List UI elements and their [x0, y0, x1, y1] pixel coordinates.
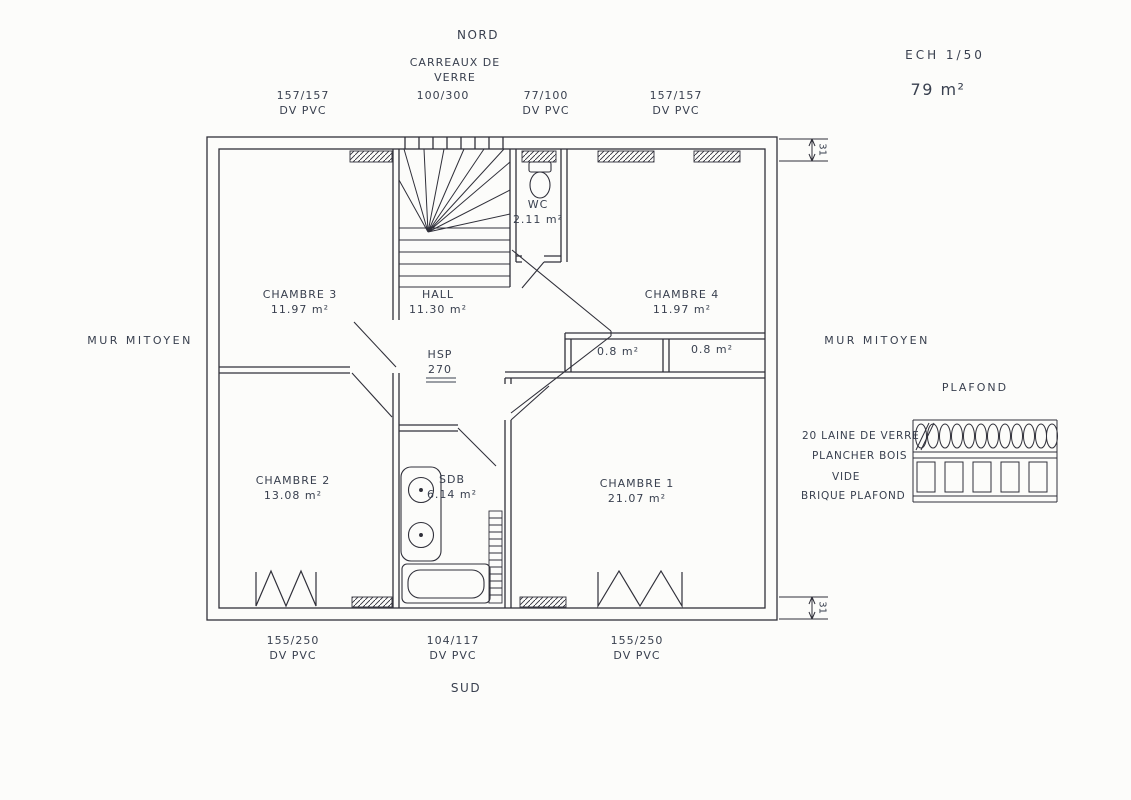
staircase: [398, 148, 511, 288]
room-name: CHAMBRE 1: [599, 477, 675, 490]
party-wall-left-label: MUR MITOYEN: [87, 334, 193, 347]
radiator-icon: [488, 510, 503, 604]
window-size: 155/250: [266, 634, 320, 647]
casement-window-symbols: [255, 569, 683, 609]
window-size: 157/157: [649, 89, 703, 102]
window-label-top-3: 157/157 DV PVC: [650, 89, 703, 118]
room-name: CHAMBRE 3: [262, 288, 338, 301]
room-label-sdb: SDB 6.14 m²: [427, 473, 477, 502]
window-type: DV PVC: [429, 648, 477, 662]
room-label-chambre1: CHAMBRE 1 21.07 m²: [600, 477, 675, 506]
bathtub-icon: [401, 563, 491, 604]
wall-thickness-dim-top: 31: [816, 143, 828, 156]
window-size: 157/157: [276, 89, 330, 102]
room-area: 6.14 m²: [426, 487, 478, 501]
room-area: 21.07 m²: [607, 491, 667, 505]
window-type: DV PVC: [652, 103, 700, 117]
ceiling-height-abbr: HSP: [427, 348, 453, 361]
toilet-icon: [528, 161, 552, 199]
window-size-top-glass: 100/300: [416, 89, 470, 102]
window-label-bottom-2: 104/117 DV PVC: [427, 634, 480, 663]
ceiling-height-value: 270: [427, 362, 452, 376]
window-type: DV PVC: [613, 648, 661, 662]
ceiling-layer-label-brick: BRIQUE PLAFOND: [801, 490, 906, 502]
window-type: DV PVC: [269, 648, 317, 662]
room-label-chambre3: CHAMBRE 3 11.97 m²: [263, 288, 338, 317]
room-name: CHAMBRE 2: [255, 474, 331, 487]
scale-label: ECH 1/50: [905, 48, 985, 62]
room-area: 13.08 m²: [263, 488, 323, 502]
room-name: CHAMBRE 4: [644, 288, 720, 301]
south-label: SUD: [450, 681, 482, 695]
dimension-marks: [779, 138, 828, 620]
hsp-underline: [426, 377, 456, 383]
ceiling-layer-label-void: VIDE: [832, 471, 861, 483]
window-size: 155/250: [610, 634, 664, 647]
room-label-chambre2: CHAMBRE 2 13.08 m²: [256, 474, 331, 503]
north-label: NORD: [457, 28, 499, 42]
glass-block-material-label: CARREAUX DE VERRE: [409, 56, 501, 84]
room-name: WC: [527, 198, 549, 211]
window-type: DV PVC: [522, 103, 570, 117]
room-area: 2.11 m²: [512, 212, 564, 226]
door-swings: [351, 261, 550, 467]
ceiling-height-label: HSP 270: [428, 348, 453, 377]
wall-thickness-dim-bottom: 31: [816, 601, 828, 614]
stair-direction-arrow: [510, 249, 612, 414]
window-size: 104/117: [426, 634, 480, 647]
closet-area-label-right: 0.8 m²: [690, 343, 734, 356]
total-area-label: 79 m²: [910, 80, 966, 99]
sink-icon: [400, 466, 442, 562]
closet-area-label-left: 0.8 m²: [596, 345, 640, 358]
ceiling-detail-title: PLAFOND: [941, 381, 1009, 394]
room-area: 11.30 m²: [408, 302, 468, 316]
room-name: HALL: [421, 288, 455, 301]
ceiling-layer-label-wood-floor: PLANCHER BOIS: [812, 450, 908, 462]
window-sills: [349, 150, 741, 608]
room-area: 11.97 m²: [270, 302, 330, 316]
room-label-wc: WC 2.11 m²: [513, 198, 563, 227]
window-type: DV PVC: [279, 103, 327, 117]
room-area: 11.97 m²: [652, 302, 712, 316]
party-wall-right-label: MUR MITOYEN: [824, 334, 930, 347]
window-label-top-1: 157/157 DV PVC: [277, 89, 330, 118]
window-size: 77/100: [523, 89, 569, 102]
ceiling-section-drawing: [912, 419, 1058, 503]
room-label-chambre4: CHAMBRE 4 11.97 m²: [645, 288, 720, 317]
window-label-bottom-1: 155/250 DV PVC: [267, 634, 320, 663]
room-name: SDB: [439, 473, 465, 486]
walls: [206, 136, 778, 621]
window-label-top-2: 77/100 DV PVC: [522, 89, 569, 118]
ceiling-layer-label-insulation: 20 LAINE DE VERRE: [802, 430, 920, 442]
window-label-bottom-3: 155/250 DV PVC: [611, 634, 664, 663]
room-label-hall: HALL 11.30 m²: [409, 288, 467, 317]
